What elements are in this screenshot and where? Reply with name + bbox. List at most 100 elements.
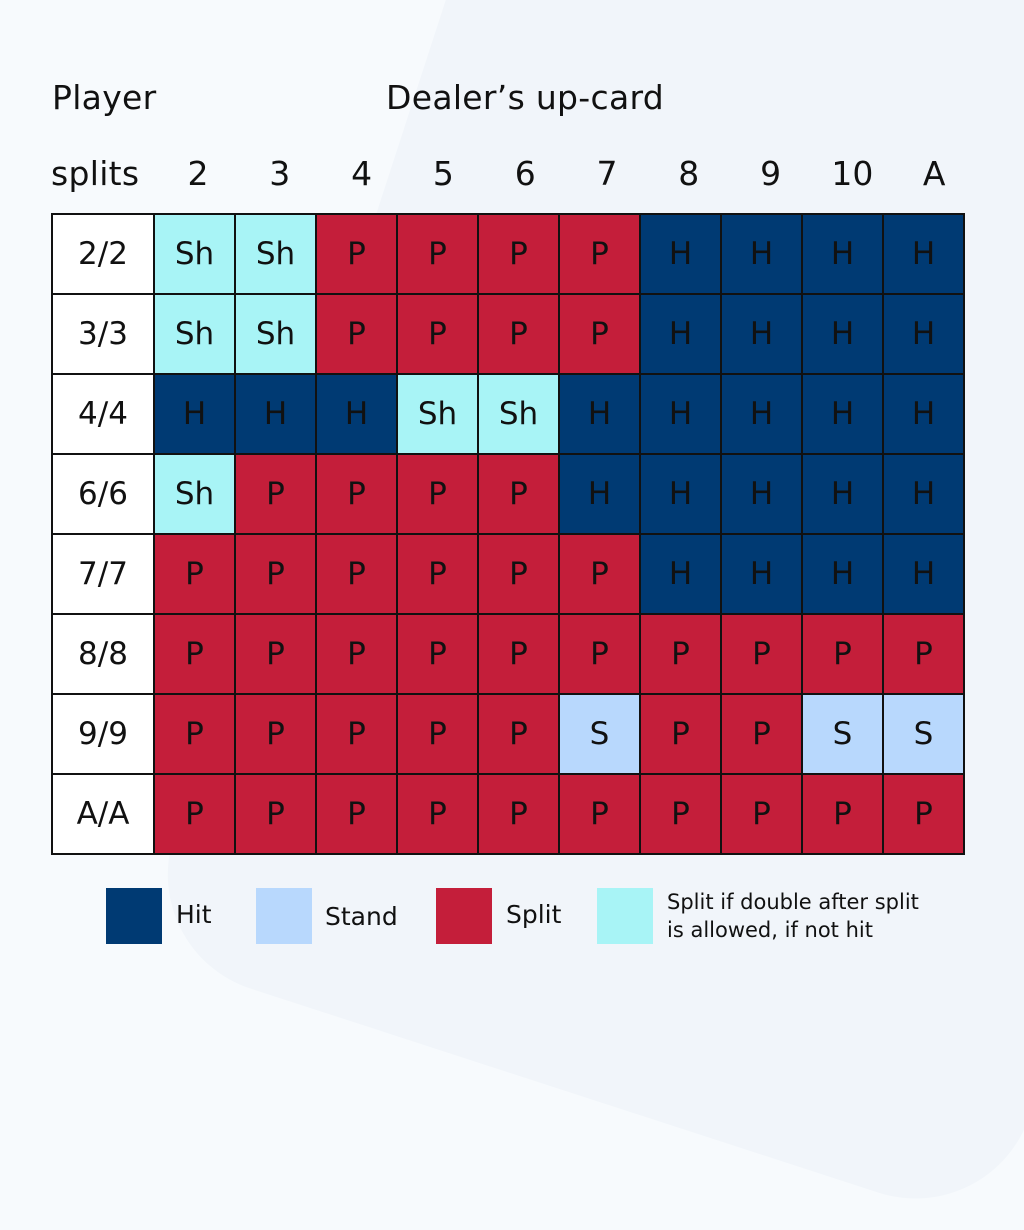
strategy-cell: P [720, 693, 803, 775]
strategy-cell: P [477, 533, 560, 615]
strategy-cell: S [882, 693, 965, 775]
strategy-cell: H [639, 373, 722, 455]
row-label: 9/9 [51, 693, 155, 775]
strategy-cell: H [234, 373, 317, 455]
strategy-cell: P [234, 453, 317, 535]
column-header-7: 7 [596, 154, 618, 193]
strategy-cell: P [720, 613, 803, 695]
strategy-cell: P [315, 213, 398, 295]
strategy-cell: S [801, 693, 884, 775]
strategy-cell: H [639, 213, 722, 295]
strategy-cell: H [801, 373, 884, 455]
strategy-cell: H [882, 213, 965, 295]
strategy-cell: P [153, 613, 236, 695]
strategy-cell: P [477, 453, 560, 535]
strategy-cell: H [801, 213, 884, 295]
strategy-cell: P [558, 773, 641, 855]
strategy-cell: Sh [234, 293, 317, 375]
strategy-cell: P [558, 533, 641, 615]
row-label: 7/7 [51, 533, 155, 615]
legend-swatch-split-das [597, 888, 653, 944]
legend-label-split-das-2: is allowed, if not hit [667, 918, 873, 942]
strategy-cell: P [477, 213, 560, 295]
strategy-cell: P [234, 693, 317, 775]
strategy-cell: H [882, 453, 965, 535]
strategy-cell: Sh [153, 293, 236, 375]
strategy-cell: P [396, 533, 479, 615]
strategy-cell: P [801, 773, 884, 855]
strategy-cell: P [477, 613, 560, 695]
legend-label-split: Split [506, 900, 562, 929]
strategy-cell: P [558, 613, 641, 695]
strategy-cell: P [315, 533, 398, 615]
column-header-A: A [922, 154, 946, 193]
strategy-cell: Sh [234, 213, 317, 295]
strategy-cell: Sh [153, 213, 236, 295]
strategy-cell: P [234, 533, 317, 615]
strategy-cell: P [315, 453, 398, 535]
strategy-cell: P [639, 693, 722, 775]
strategy-cell: P [153, 693, 236, 775]
strategy-cell: P [882, 773, 965, 855]
strategy-cell: H [882, 293, 965, 375]
strategy-cell: H [639, 453, 722, 535]
strategy-cell: P [396, 613, 479, 695]
strategy-cell: H [720, 453, 803, 535]
strategy-cell: H [801, 453, 884, 535]
strategy-cell: Sh [153, 453, 236, 535]
strategy-cell: P [558, 213, 641, 295]
strategy-cell: H [639, 533, 722, 615]
legend-swatch-hit [106, 888, 162, 944]
strategy-cell: P [477, 773, 560, 855]
legend-swatch-split [436, 888, 492, 944]
strategy-cell: H [315, 373, 398, 455]
strategy-cell: H [801, 293, 884, 375]
column-header-9: 9 [760, 154, 782, 193]
strategy-cell: P [639, 613, 722, 695]
strategy-cell: H [801, 533, 884, 615]
strategy-cell: P [639, 773, 722, 855]
strategy-cell: H [720, 533, 803, 615]
strategy-cell: P [477, 293, 560, 375]
strategy-cell: P [720, 773, 803, 855]
strategy-cell: P [396, 693, 479, 775]
strategy-cell: P [315, 693, 398, 775]
strategy-cell: H [720, 293, 803, 375]
strategy-cell: P [396, 213, 479, 295]
strategy-cell: P [315, 293, 398, 375]
splits-label: splits [51, 154, 140, 193]
strategy-cell: P [153, 773, 236, 855]
strategy-cell: P [477, 693, 560, 775]
strategy-cell: P [234, 773, 317, 855]
strategy-cell: H [558, 373, 641, 455]
column-header-6: 6 [514, 154, 536, 193]
strategy-cell: P [882, 613, 965, 695]
row-label: 4/4 [51, 373, 155, 455]
column-header-3: 3 [269, 154, 291, 193]
strategy-cell: H [720, 213, 803, 295]
strategy-cell: H [720, 373, 803, 455]
legend-label-split-das-1: Split if double after split [667, 890, 919, 914]
strategy-cell: H [639, 293, 722, 375]
strategy-cell: Sh [396, 373, 479, 455]
strategy-cell: P [315, 773, 398, 855]
column-header-8: 8 [678, 154, 700, 193]
row-label: 2/2 [51, 213, 155, 295]
strategy-cell: H [153, 373, 236, 455]
strategy-cell: P [558, 293, 641, 375]
strategy-cell: P [396, 293, 479, 375]
strategy-cell: P [396, 773, 479, 855]
strategy-cell: S [558, 693, 641, 775]
row-label: 6/6 [51, 453, 155, 535]
strategy-cell: P [315, 613, 398, 695]
legend-label-stand: Stand [325, 902, 398, 931]
strategy-cell: P [396, 453, 479, 535]
player-label: Player [52, 78, 157, 117]
